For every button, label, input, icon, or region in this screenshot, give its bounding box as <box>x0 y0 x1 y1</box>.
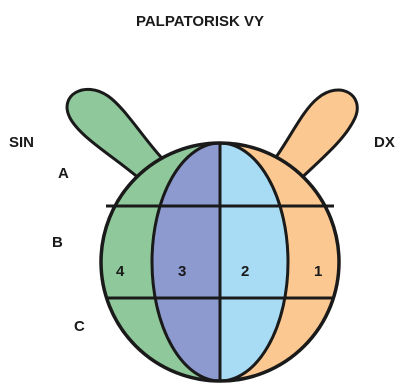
outer-circle <box>99 141 341 383</box>
row-label-c: C <box>74 318 85 335</box>
label-sin: SIN <box>9 134 34 151</box>
row-label-a: A <box>58 165 69 182</box>
label-dx: DX <box>374 134 395 151</box>
region-2 <box>220 143 288 381</box>
region-label-1: 1 <box>314 263 322 280</box>
region-label-3: 3 <box>178 263 186 280</box>
row-label-b: B <box>52 234 63 251</box>
diagram-title: PALPATORISK VY <box>136 13 264 30</box>
left-lobe <box>65 87 178 188</box>
region-label-2: 2 <box>241 263 249 280</box>
region-3 <box>152 143 220 381</box>
region-label-4: 4 <box>116 263 125 280</box>
